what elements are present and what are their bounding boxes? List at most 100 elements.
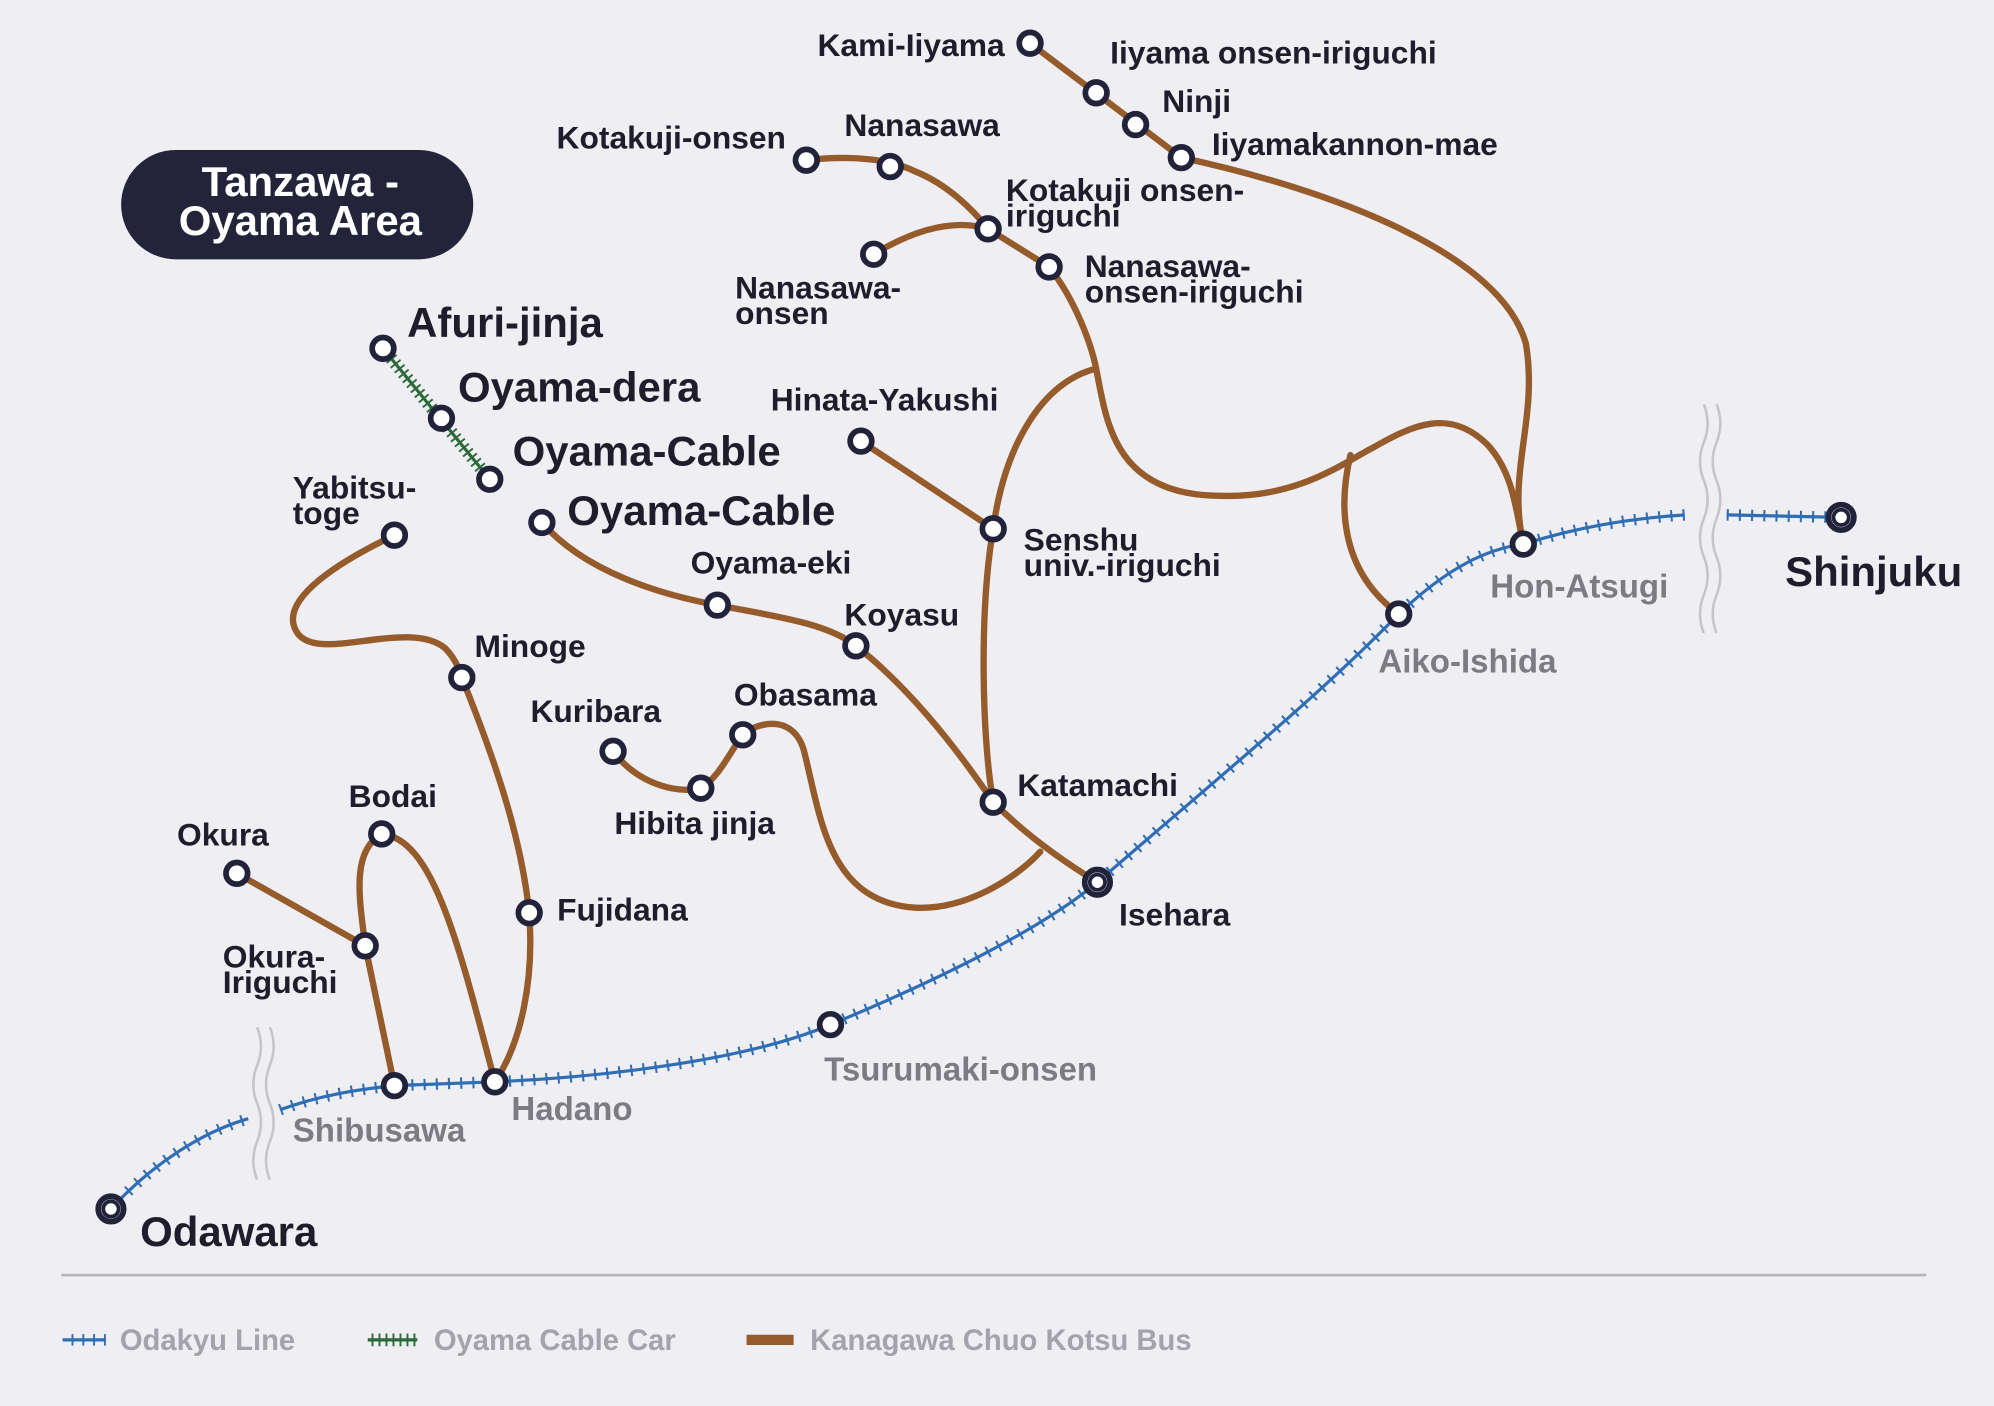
station-label: Fujidana — [557, 891, 688, 927]
station-label: Hadano — [511, 1091, 632, 1128]
station-label-line: Iiyama onsen-iriguchi — [1110, 35, 1437, 71]
station-marker — [380, 521, 409, 549]
legend-label-odakyu: Odakyu Line — [120, 1325, 295, 1357]
station-marker — [860, 240, 888, 268]
station-label-line: Afuri-jinja — [407, 299, 603, 346]
legend-item-odakyu: Odakyu Line — [62, 1325, 295, 1357]
station-marker — [1167, 143, 1195, 172]
station-marker — [1509, 530, 1537, 558]
station-marker — [842, 632, 870, 660]
station-marker — [816, 1010, 845, 1039]
station-oyama-eki: Oyama-eki — [691, 544, 852, 619]
station-label: Oyama-Cable — [513, 427, 781, 474]
terminal-marker-inner — [1087, 872, 1107, 892]
station-label-line: Koyasu — [844, 596, 959, 632]
station-label-line: Oyama-Cable — [567, 487, 835, 534]
station-marker — [369, 334, 397, 362]
station-label-line: Nanasawa- — [735, 270, 901, 306]
bus-route-nanasawa — [803, 154, 1527, 548]
area-title-line1: Tanzawa - — [202, 158, 399, 205]
legend: Odakyu Line Oyama Cable Car Kanagawa Chu… — [62, 1325, 1192, 1357]
station-tsurumaki-onsen: Tsurumaki-onsen — [816, 1010, 1097, 1089]
bus-route-iiyama — [1026, 40, 1533, 548]
station-label-line: Kotakuji onsen- — [1006, 172, 1244, 208]
station-label: Minoge — [475, 628, 586, 664]
station-katamachi: Katamachi — [979, 767, 1178, 816]
station-label-line: Isehara — [1119, 896, 1231, 932]
station-hinata-yakushi: Hinata-Yakushi — [771, 382, 998, 455]
bus-route-bodai-shibusawa — [356, 830, 398, 1089]
station-label-line: Obasama — [734, 677, 877, 713]
station-label-line: Bodai — [349, 778, 437, 814]
station-label: Hibita jinja — [614, 805, 775, 841]
station-label: Kami-Iiyama — [817, 27, 1004, 63]
station-hibita-jinja: Hibita jinja — [614, 774, 775, 841]
station-label-line: onsen — [735, 295, 829, 331]
station-label: Shinjuku — [1785, 548, 1962, 595]
station-label: Aiko-Ishida — [1378, 643, 1557, 680]
stations: Kami-Iiyama Iiyama onsen-iriguchiNinjiIiy… — [95, 27, 1962, 1255]
station-odawara: Odawara — [95, 1193, 318, 1255]
station-shinjuku: Shinjuku — [1785, 501, 1962, 595]
station-yabitsu-toge: Yabitsu-toge — [293, 469, 416, 549]
station-marker — [1121, 110, 1150, 139]
station-ninji: Ninji — [1121, 83, 1231, 139]
station-label-line: Hibita jinja — [614, 805, 775, 841]
station-label: Iiyamakannon-mae — [1212, 126, 1498, 162]
station-minoge: Minoge — [448, 628, 586, 692]
station-label: Okura-Iriguchi — [223, 938, 338, 999]
station-label-line: Kotakuji-onsen — [557, 120, 786, 156]
station-nanasawa-onsen-iriguchi: Nanasawa-onsen-iriguchi — [1035, 248, 1304, 310]
station-label-line: Katamachi — [1017, 767, 1178, 803]
station-hadano: Hadano — [481, 1068, 633, 1128]
station-marker — [1082, 79, 1110, 107]
legend-item-cable: Oyama Cable Car — [367, 1325, 676, 1357]
station-label-line: Oyama-Cable — [513, 427, 781, 474]
station-marker — [448, 663, 476, 692]
station-label: Oyama-dera — [458, 364, 701, 411]
station-koyasu: Koyasu — [842, 596, 959, 660]
station-label-line: Nanasawa- — [1085, 248, 1251, 284]
station-bodai: Bodai — [349, 778, 437, 848]
station-label: Katamachi — [1017, 767, 1178, 803]
station-label-line: Iiyamakannon-mae — [1212, 126, 1498, 162]
line-break-marks — [252, 403, 1722, 1181]
station-label: Iiyama onsen-iriguchi — [1110, 35, 1437, 71]
station-label-line: Odawara — [140, 1208, 318, 1255]
station-oyama-cable-car: Oyama-Cable — [476, 427, 781, 493]
legend-item-bus: Kanagawa Chuo Kotsu Bus — [746, 1325, 1192, 1357]
station-iiyama-onsen-iriguchi: Iiyama onsen-iriguchi — [1082, 35, 1437, 107]
station-marker — [223, 859, 251, 888]
station-marker — [687, 774, 715, 802]
station-label-line: Senshu — [1024, 521, 1139, 557]
station-marker — [599, 737, 627, 765]
legend-label-cable: Oyama Cable Car — [434, 1325, 676, 1357]
station-shibusawa: Shibusawa — [293, 1071, 466, 1150]
station-label: Tsurumaki-onsen — [824, 1052, 1097, 1089]
station-label: Kotakuji-onsen — [557, 120, 786, 156]
station-marker — [703, 591, 731, 619]
station-marker — [979, 788, 1007, 816]
station-marker — [792, 146, 820, 174]
station-label-line: Shibusawa — [293, 1113, 466, 1150]
station-label-line: Aiko-Ishida — [1378, 643, 1557, 680]
bus-route-senshu — [980, 365, 1100, 806]
station-label: Oyama-eki — [691, 544, 852, 580]
station-oyama-cable-bus: Oyama-Cable — [528, 487, 835, 537]
station-label-line: Hon-Atsugi — [1490, 568, 1668, 605]
station-label-line: Shinjuku — [1785, 548, 1962, 595]
station-label-line: Okura- — [223, 938, 325, 974]
bus-route-hinata — [857, 437, 997, 533]
station-label-line: Tsurumaki-onsen — [824, 1052, 1097, 1089]
station-oyama-dera: Oyama-dera — [427, 364, 701, 432]
station-kotakuji-onsen-iriguchi: Kotakuji onsen-iriguchi — [974, 172, 1244, 243]
station-aiko-ishida: Aiko-Ishida — [1378, 600, 1557, 680]
station-label-line: Kuribara — [530, 693, 661, 729]
station-label-line: iriguchi — [1006, 197, 1121, 233]
station-label: Ninji — [1162, 83, 1231, 119]
bus-route-bodai-hadano — [378, 830, 499, 1086]
station-marker — [1035, 253, 1063, 281]
station-label: Oyama-Cable — [567, 487, 835, 534]
station-label-line: Oyama-dera — [458, 364, 701, 411]
